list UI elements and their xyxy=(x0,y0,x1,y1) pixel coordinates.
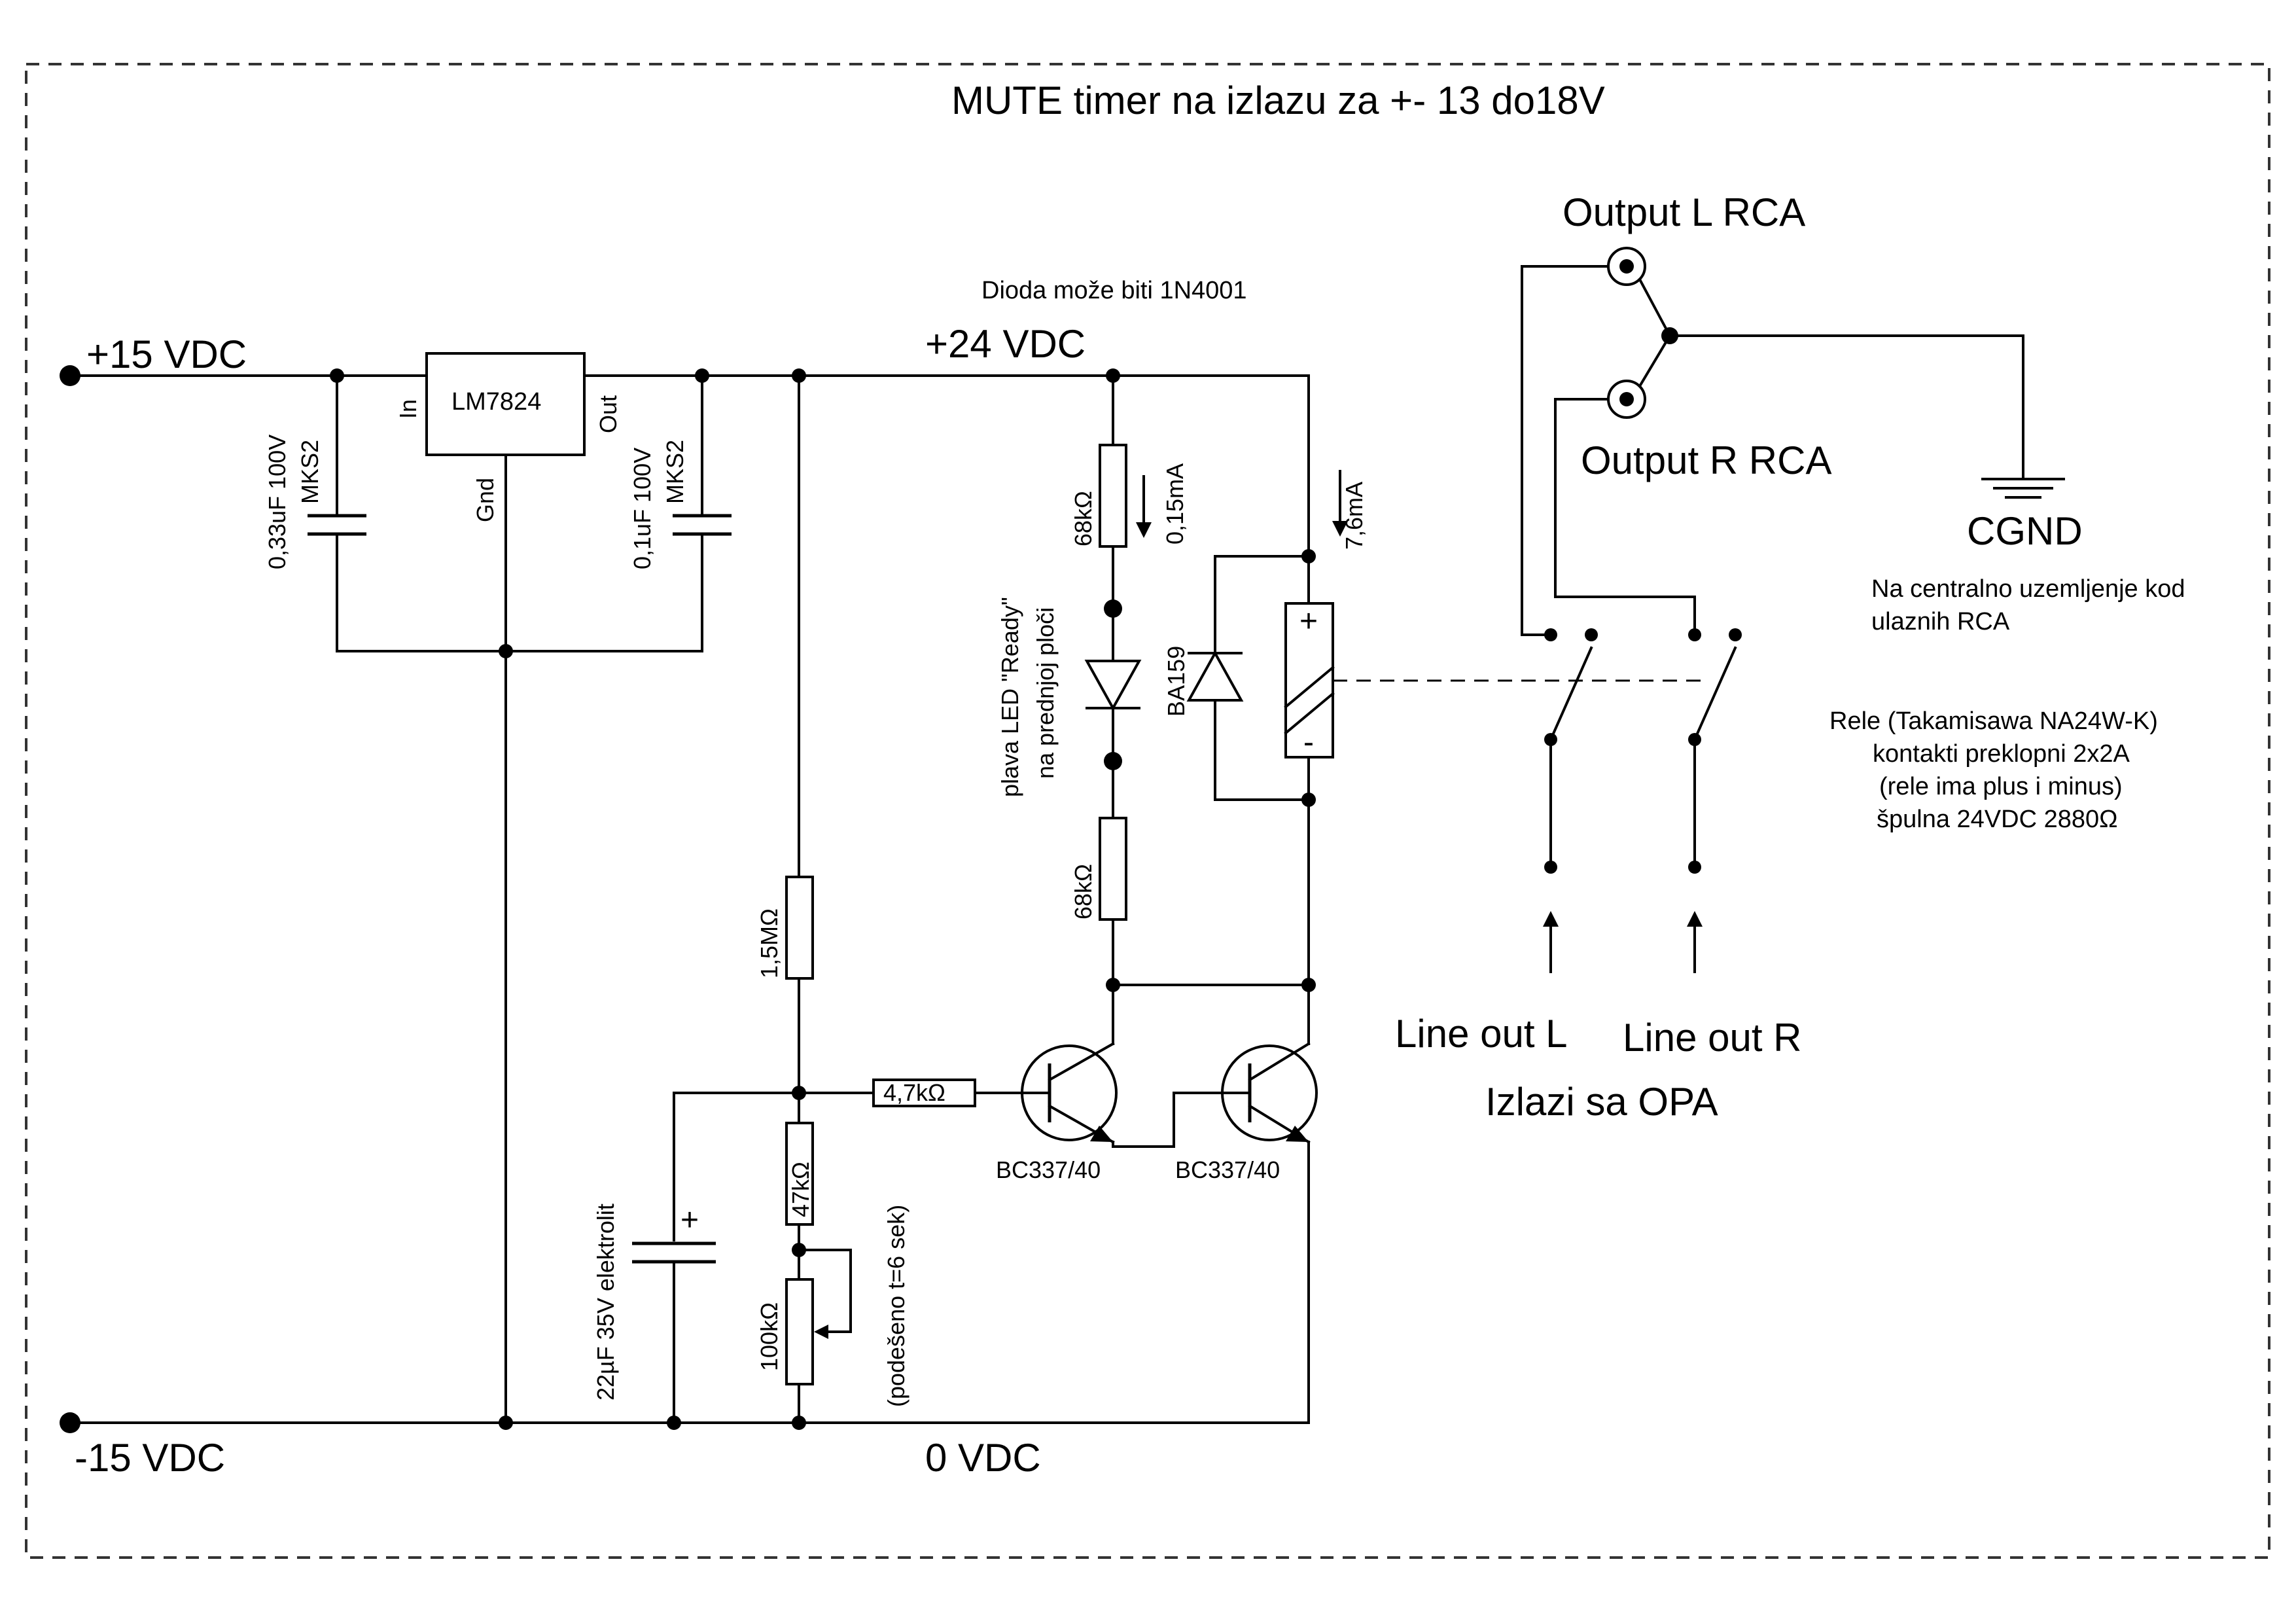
regulator-pin-in: In xyxy=(395,399,421,419)
rca-right-jack xyxy=(1554,380,1696,636)
c-in-value: 0,33uF 100V xyxy=(264,435,291,569)
relay-info-1: Rele (Takamisawa NA24W-K) xyxy=(1829,707,2158,735)
coil-minus: - xyxy=(1303,725,1314,760)
c-timer-plus: + xyxy=(680,1203,699,1238)
r-led-top-label: 68kΩ xyxy=(1070,491,1097,546)
pot-note: (podešeno t=6 sek) xyxy=(883,1205,910,1407)
relay-info-2: kontakti preklopni 2x2A xyxy=(1873,740,2130,768)
q1-label: BC337/40 xyxy=(996,1156,1101,1183)
cgnd-note-2: ulaznih RCA xyxy=(1871,608,2010,635)
relay-contacts-left xyxy=(1543,628,1598,973)
q2-label: BC337/40 xyxy=(1175,1156,1280,1183)
regulator-lm7824 xyxy=(425,352,586,456)
cgnd-label: CGND xyxy=(1967,509,2083,553)
regulator-pin-out: Out xyxy=(595,395,622,433)
line-out-left: Line out L xyxy=(1395,1012,1568,1056)
relay-coil-branch xyxy=(1112,374,1348,992)
r-timing-label: 1,5MΩ xyxy=(756,908,783,978)
rca-ground-junction xyxy=(1638,277,2024,479)
c-out-type: MKS2 xyxy=(662,440,688,504)
diagram-title: MUTE timer na izlazu za +- 13 do18V xyxy=(951,79,1605,122)
led-current: 0,15mA xyxy=(1161,463,1188,544)
label-pos15: +15 VDC xyxy=(86,332,247,376)
label-pos24: +24 VDC xyxy=(925,322,1086,366)
flyback-diode-label: BA159 xyxy=(1163,646,1190,717)
led-label-2: na prednjoj ploči xyxy=(1032,607,1059,779)
line-outs-caption: Izlazi sa OPA xyxy=(1485,1080,1718,1124)
cgnd-symbol xyxy=(1981,478,2065,499)
output-capacitor xyxy=(673,368,732,652)
relay-info-4: špulna 24VDC 2880Ω xyxy=(1877,806,2118,833)
r-base-label: 4,7kΩ xyxy=(883,1079,945,1106)
relay-info-3: (rele ima plus i minus) xyxy=(1879,773,2123,800)
positive-rail xyxy=(60,365,1310,386)
led-label-1: plava LED "Ready" xyxy=(997,597,1023,797)
timing-branch xyxy=(632,368,1022,1430)
transistor-q2 xyxy=(1221,984,1318,1424)
r-47k-label: 47kΩ xyxy=(787,1162,814,1217)
relay-contacts-right xyxy=(1687,628,1742,973)
output-right-label: Output R RCA xyxy=(1581,438,1831,482)
dashed-border xyxy=(25,63,2270,1559)
c-in-type: MKS2 xyxy=(296,440,323,504)
transistor-q1 xyxy=(1019,1033,1251,1148)
coil-plus: + xyxy=(1299,604,1318,639)
diode-note: Dioda može biti 1N4001 xyxy=(981,277,1247,304)
regulator-name: LM7824 xyxy=(451,388,541,416)
led-branch xyxy=(1084,368,1152,1035)
input-capacitor xyxy=(308,368,703,652)
rca-left-jack xyxy=(1521,247,1646,636)
cgnd-note-1: Na centralno uzemljenje kod xyxy=(1871,575,2185,603)
pot-100k-label: 100kΩ xyxy=(756,1302,783,1371)
label-neg15: -15 VDC xyxy=(75,1436,225,1480)
regulator-pin-gnd: Gnd xyxy=(472,478,499,522)
c-out-value: 0,1uF 100V xyxy=(629,448,656,569)
label-zero: 0 VDC xyxy=(925,1436,1041,1480)
c-timer-value: 22µF 35V elektrolit xyxy=(592,1204,619,1400)
ground-rail xyxy=(60,1412,1310,1433)
output-left-label: Output L RCA xyxy=(1563,190,1805,234)
line-out-right: Line out R xyxy=(1623,1016,1802,1060)
relay-current: 7,6mA xyxy=(1341,482,1368,550)
r-led-bottom-label: 68kΩ xyxy=(1070,864,1097,919)
